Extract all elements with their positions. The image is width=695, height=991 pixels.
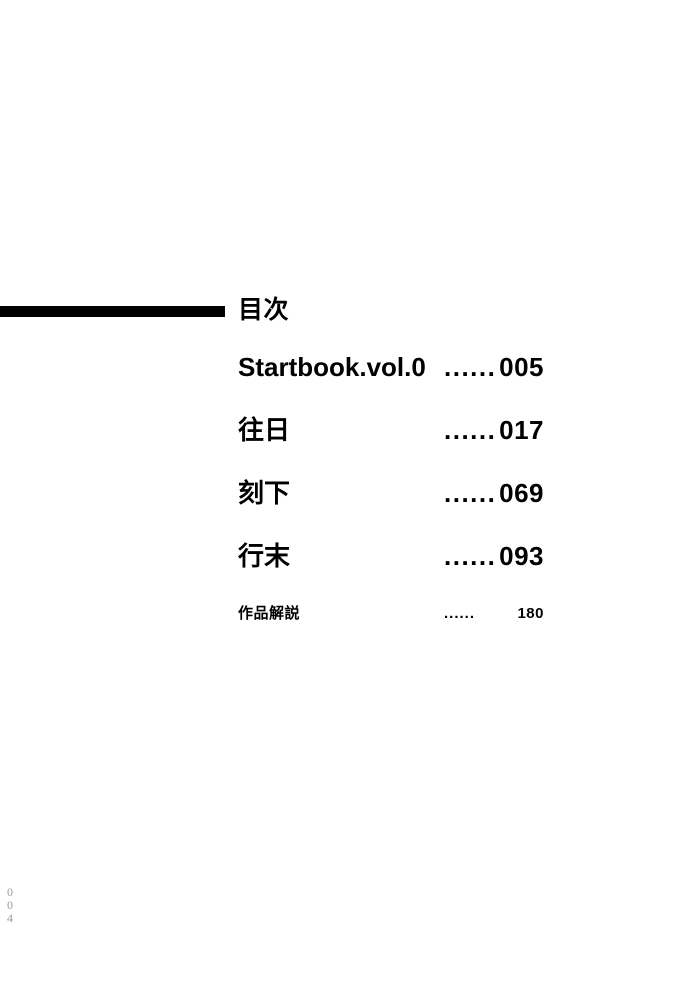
toc-entry[interactable]: 往日 ...... 017 (238, 415, 544, 478)
toc-entry-page-number: 180 (517, 605, 544, 622)
toc-entry-label: 刻下 (238, 478, 291, 508)
toc-header: 目次 (0, 293, 695, 327)
toc-entry[interactable]: 作品解説 ...... 180 (238, 604, 544, 644)
folio-digit: 0 (7, 885, 13, 899)
page-title: 目次 (238, 296, 290, 324)
toc-entry-label: 往日 (238, 415, 291, 445)
toc-entry-page-number: 017 (499, 415, 544, 445)
header-rule (0, 306, 225, 317)
toc-entry-label: 作品解説 (238, 605, 301, 622)
toc-entry-page-number: 005 (499, 352, 544, 382)
folio-page-number: 0 0 4 (7, 886, 13, 925)
toc-entry-label: Startbook.vol.0 (238, 352, 426, 382)
toc-entry-leader: ...... (444, 415, 497, 445)
folio-digit: 0 (7, 898, 13, 912)
toc-entry-label: 行末 (238, 541, 291, 571)
toc-entry[interactable]: 刻下 ...... 069 (238, 478, 544, 541)
toc-entry-leader: ...... (444, 352, 497, 382)
toc-entry-list: Startbook.vol.0 ...... 005 往日 ...... 017… (238, 352, 544, 644)
folio-digit: 4 (7, 911, 13, 925)
toc-entry-page-number: 069 (499, 478, 544, 508)
toc-entry-leader: ...... (444, 605, 476, 622)
toc-entry-page-number: 093 (499, 541, 544, 571)
toc-entry-leader: ...... (444, 478, 497, 508)
toc-entry[interactable]: 行末 ...... 093 (238, 541, 544, 604)
toc-entry-leader: ...... (444, 541, 497, 571)
toc-entry[interactable]: Startbook.vol.0 ...... 005 (238, 352, 544, 415)
